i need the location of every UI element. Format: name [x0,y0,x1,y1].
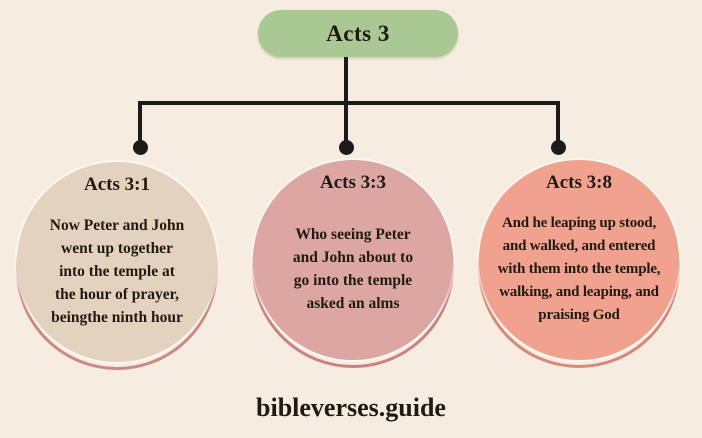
root-node-acts-3: Acts 3 [258,10,458,57]
connector-dot-right [551,140,566,155]
verse-node-title: Acts 3:8 [546,172,612,193]
verse-node-acts-3-8: Acts 3:8 And he leaping up stood, and wa… [478,160,685,374]
site-footer: bibleverses.guide [0,393,702,423]
connector-dot-center [339,140,354,155]
connector-drop-right [556,101,560,148]
verse-node-acts-3-3: Acts 3:3 Who seeing Peter and John about… [252,160,459,374]
verse-node-body-wrap: Who seeing Peter and John about to go in… [293,194,413,360]
verse-node-title: Acts 3:3 [320,172,386,193]
verse-node-body-wrap: Now Peter and John went up together into… [50,196,184,362]
verse-node-body-wrap: And he leaping up stood, and walked, and… [498,194,661,360]
verse-node-text: And he leaping up stood, and walked, and… [497,214,661,323]
connector-dot-left [133,140,148,155]
verse-node-content: Acts 3:8 And he leaping up stood, and wa… [479,160,679,360]
connector-crossbar [138,101,560,105]
verse-node-content: Acts 3:3 Who seeing Peter and John about… [253,160,453,360]
verse-node-content: Acts 3:1 Now Peter and John went up toge… [17,162,217,362]
footer-text: bibleverses.guide [256,393,446,422]
verse-node-acts-3-1: Acts 3:1 Now Peter and John went up toge… [16,162,223,376]
circle-fill [479,160,679,360]
verse-node-text: Now Peter and John went up together into… [49,216,185,326]
circle-fill [17,162,217,362]
verse-node-title: Acts 3:1 [84,174,150,195]
circle-fill [253,160,453,360]
root-node-label: Acts 3 [326,20,390,46]
connector-drop-left [138,101,142,148]
verse-node-text: Who seeing Peter and John about to go in… [292,226,414,312]
